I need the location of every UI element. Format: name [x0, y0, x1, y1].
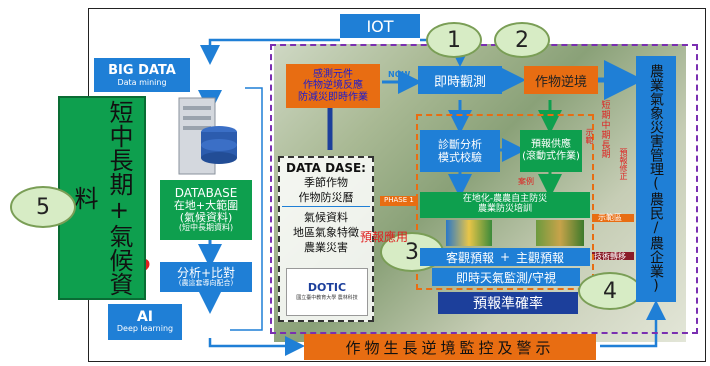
dotic-logo: DOTIC 國立臺中教育大學 農林科技: [286, 268, 368, 316]
big-data-box: BIG DATA Data mining: [94, 58, 190, 92]
data-dase-l3: 氣候資料: [304, 210, 348, 224]
stress-box: 作物逆境: [524, 66, 598, 94]
right-management-text: 農業氣象災害管理(農民/農企業): [648, 64, 664, 294]
accuracy-label: 預報準確率: [473, 296, 543, 312]
big-data-sub: Data mining: [117, 78, 167, 87]
phase-label: PHASE 1: [384, 196, 414, 204]
tech-label: 技術轉移: [594, 252, 626, 261]
sensor-line1: 感測元件: [313, 68, 353, 80]
local-box: 在地化-農農自主防災 農業防災培訓: [420, 192, 590, 218]
database-box: DATABASE 在地+大範圍 (氣候資料) (短中長期資料): [160, 180, 252, 240]
obj-b: 主觀預報: [516, 250, 565, 265]
diag-box: 診斷分析 模式校驗: [420, 130, 500, 172]
monitor-label: 即時天氣監測/守視: [455, 270, 557, 285]
server-image: [175, 96, 241, 178]
diag-l2: 模式校驗: [438, 151, 482, 164]
plant-photo-right: [536, 220, 584, 246]
database-line3: (短中長期資料): [178, 223, 234, 233]
dotic-logo-sub: 國立臺中教育大學 農林科技: [296, 295, 358, 301]
data-dase-block: DATA DASE: 季節作物 作物防災曆 氣候資料 地區氣象特徵 農業災害: [282, 160, 370, 255]
sensor-box: 感測元件 作物逆境反應 防減災即時作業: [286, 64, 380, 108]
data-dase-l2: 作物防災曆: [282, 191, 370, 207]
warn-label: 預報應用: [360, 230, 409, 244]
circle-4: 4: [578, 272, 642, 310]
circle-5: 5: [10, 186, 76, 228]
arrow-ai-to-bottom: [208, 336, 305, 356]
left-climate-text: 短中長期+氣候資料: [70, 100, 133, 296]
accuracy-box: 預報準確率: [438, 292, 578, 314]
right-management-panel: 農業氣象災害管理(農民/農企業): [636, 56, 676, 302]
realtime-box: 即時觀測: [418, 66, 502, 94]
database-line1: 在地+大範圍: [173, 199, 239, 213]
side-verify-label: 示範: [585, 128, 594, 144]
plant-photo-left: [446, 220, 492, 246]
local-l2: 農業防災培訓: [477, 204, 532, 214]
data-dase-l1: 季節作物: [304, 176, 348, 190]
data-dase-title: DATA DASE:: [286, 161, 366, 175]
forecast-l2: (滾動式作業): [522, 151, 580, 162]
database-title: DATABASE: [174, 185, 238, 200]
demo-label: 示範區: [598, 213, 622, 222]
monitor-box: 即時天氣監測/守視: [432, 268, 580, 286]
big-data-title: BIG DATA: [108, 63, 176, 78]
obj-plus: +: [499, 250, 511, 264]
data-dase-l5: 農業災害: [304, 240, 348, 254]
arrow-left-loop: [230, 87, 263, 331]
left-climate-panel: 短中長期+氣候資料: [58, 96, 146, 300]
bottom-warning-text: 作物生長逆境監控及警示: [345, 338, 555, 357]
stress-label: 作物逆境: [534, 74, 587, 90]
sensor-line3: 防減災即時作業: [298, 91, 368, 103]
local-l1: 在地化-農農自主防災: [462, 194, 548, 205]
ai-box: AI Deep learning: [108, 304, 182, 340]
analysis-sub: (農這套導向配合): [178, 278, 234, 287]
database-line2: (氣候資料): [179, 211, 233, 225]
realtime-label: 即時觀測: [433, 74, 486, 90]
analysis-box: 分析+比對 (農這套導向配合): [160, 262, 252, 292]
ai-sub: Deep learning: [116, 324, 174, 334]
bottom-warning-bar: 作物生長逆境監控及警示: [304, 334, 596, 360]
case-label: 案例: [518, 177, 534, 186]
term-labels: 短 期 中 期 長 期: [601, 101, 611, 161]
iot-box: IOT: [340, 14, 420, 38]
arrow-bottom-to-right: [600, 300, 666, 348]
side-correct-label: 預報修正: [619, 148, 628, 180]
circle-2: 2: [494, 22, 550, 58]
forecast-box: 預報供應 (滾動式作業): [520, 130, 582, 172]
now-label: NOW: [388, 70, 411, 79]
analysis-title: 分析+比對: [176, 265, 236, 280]
data-dase-l4: 地區氣象特徵: [293, 225, 359, 239]
forecast-l1: 預報供應: [531, 139, 571, 150]
arrow-iot-to-bigdata: [200, 38, 340, 65]
orange-dashed-region: [416, 114, 594, 290]
diag-l1: 診斷分析: [438, 137, 482, 151]
obj-forecast-row: 客觀預報 + 主觀預報: [420, 248, 590, 266]
iot-label: IOT: [366, 16, 394, 36]
sensor-line2: 作物逆境反應: [303, 80, 363, 92]
purple-dashed-region: [270, 44, 698, 334]
circle-1: 1: [426, 22, 482, 58]
obj-a: 客觀預報: [445, 250, 494, 265]
ai-title: AI: [136, 308, 154, 325]
dotic-logo-text: DOTIC: [307, 281, 347, 294]
